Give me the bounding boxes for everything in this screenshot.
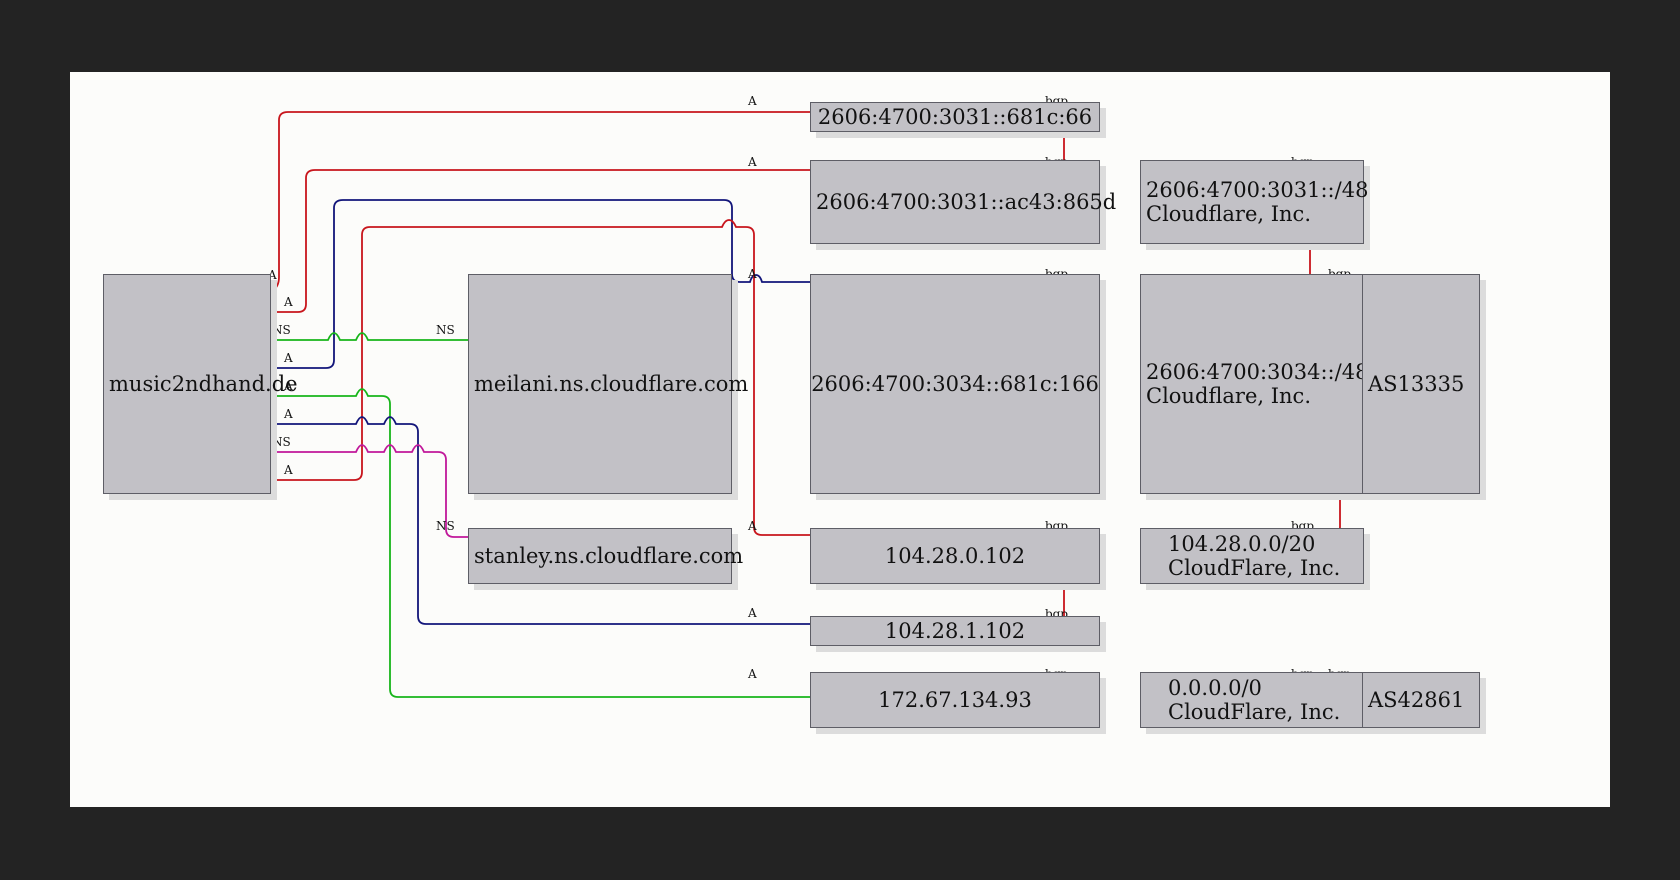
- ip-label: 2606:4700:3034::681c:166: [811, 372, 1099, 396]
- ip-label: 104.28.0.102: [884, 544, 1026, 568]
- prefix-node-ipv6-1[interactable]: 2606:4700:3031::/48 Cloudflare, Inc.: [1140, 160, 1369, 244]
- ip-node-ipv4-1[interactable]: 104.28.0.102: [810, 528, 1100, 584]
- domain-label: music2ndhand.de: [109, 372, 298, 396]
- edge-ns-ns1: [270, 332, 468, 341]
- prefix-label: 0.0.0.0/0: [1168, 676, 1262, 700]
- prefix-label: 104.28.0.0/20: [1168, 532, 1316, 556]
- ip-node-ipv4-3[interactable]: 172.67.134.93: [810, 672, 1100, 728]
- ip-label: 172.67.134.93: [878, 688, 1032, 712]
- edge-label-ns: NS: [272, 435, 291, 449]
- prefix-org-label: CloudFlare, Inc.: [1168, 700, 1341, 724]
- edge-label-a: A: [267, 268, 277, 282]
- ip-label: 2606:4700:3031::ac43:865d: [816, 190, 1117, 214]
- edge-label-a: A: [747, 267, 757, 281]
- edge-label-a: A: [283, 463, 293, 477]
- edge-label-a: A: [747, 606, 757, 620]
- prefix-node-ipv4-2[interactable]: 0.0.0.0/0 CloudFlare, Inc.: [1140, 672, 1364, 728]
- as-node-42861[interactable]: AS42861: [1362, 672, 1480, 728]
- prefix-node-ipv6-2[interactable]: 2606:4700:3034::/48 Cloudflare, Inc.: [1140, 274, 1369, 494]
- edge-label-a: A: [747, 155, 757, 169]
- prefix-org-label: Cloudflare, Inc.: [1146, 384, 1311, 408]
- edge-ns-ns2: [270, 444, 468, 538]
- edge-label-a: A: [747, 667, 757, 681]
- diagram-canvas: A A NS A A A NS A NS NS A A A A A A bgp …: [70, 72, 1610, 807]
- edge-a-ip4-3: [270, 388, 810, 698]
- nameserver-label: stanley.ns.cloudflare.com: [474, 544, 744, 568]
- edge-a-ip4-1: [270, 219, 810, 536]
- edge-label-a: A: [283, 379, 293, 393]
- ip-label: 104.28.1.102: [884, 619, 1026, 643]
- edge-label-a: A: [283, 407, 293, 421]
- as-label: AS42861: [1368, 688, 1465, 712]
- nameserver-label: meilani.ns.cloudflare.com: [474, 372, 749, 396]
- domain-node[interactable]: music2ndhand.de: [103, 274, 298, 494]
- prefix-label: 2606:4700:3031::/48: [1146, 178, 1369, 202]
- ip-node-ipv4-2[interactable]: 104.28.1.102: [810, 616, 1100, 646]
- edge-label-a: A: [747, 519, 757, 533]
- edge-label-ns: NS: [436, 519, 455, 533]
- ip-node-ipv6-2[interactable]: 2606:4700:3031::ac43:865d: [810, 160, 1117, 244]
- nameserver-node-stanley[interactable]: stanley.ns.cloudflare.com: [468, 528, 744, 584]
- as-label: AS13335: [1368, 372, 1465, 396]
- prefix-label: 2606:4700:3034::/48: [1146, 360, 1369, 384]
- edge-label-a: A: [283, 295, 293, 309]
- edge-label-a: A: [747, 94, 757, 108]
- edge-a-ip6-1: [271, 111, 810, 292]
- ip-node-ipv6-1[interactable]: 2606:4700:3031::681c:66: [810, 102, 1100, 132]
- as-node-13335[interactable]: AS13335: [1362, 274, 1480, 494]
- prefix-node-ipv4-1[interactable]: 104.28.0.0/20 CloudFlare, Inc.: [1140, 528, 1364, 584]
- nameserver-node-meilani[interactable]: meilani.ns.cloudflare.com: [468, 274, 749, 494]
- ip-label: 2606:4700:3031::681c:66: [817, 105, 1093, 129]
- edge-label-a: A: [283, 351, 293, 365]
- edge-a-ip6-3: [270, 199, 810, 369]
- prefix-org-label: Cloudflare, Inc.: [1146, 202, 1311, 226]
- prefix-org-label: CloudFlare, Inc.: [1168, 556, 1341, 580]
- edge-a-ip4-2: [270, 416, 810, 625]
- edge-label-ns: NS: [436, 323, 455, 337]
- ip-node-ipv6-3[interactable]: 2606:4700:3034::681c:166: [810, 274, 1100, 494]
- edge-label-ns: NS: [272, 323, 291, 337]
- edge-a-ip6-2: [270, 169, 810, 313]
